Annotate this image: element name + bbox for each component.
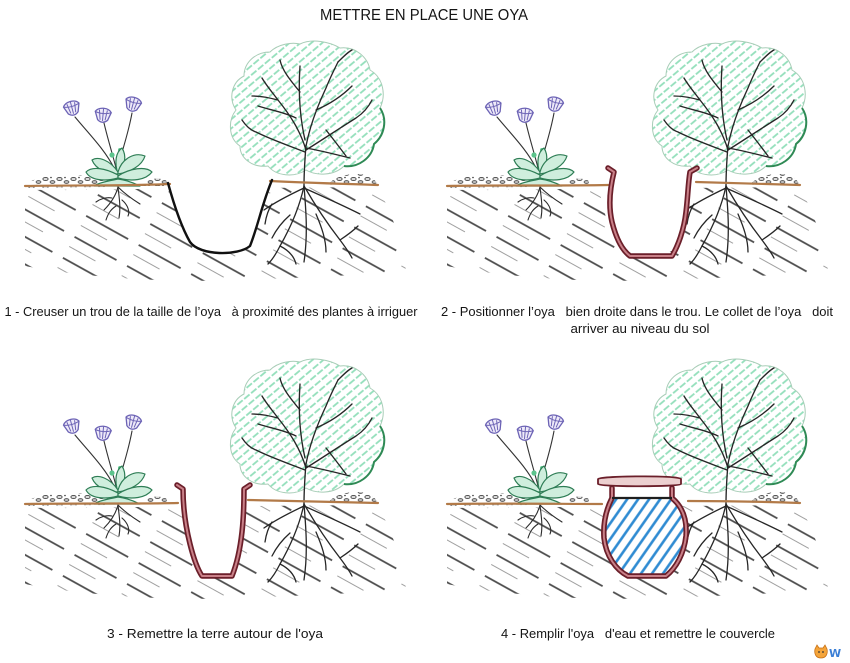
- step-2-illustration: [445, 41, 828, 281]
- logo: W: [814, 644, 841, 660]
- oya-pot-filled: [601, 485, 689, 579]
- step-3-caption: 3 - Remettre la terre autour de l'oya: [107, 626, 324, 641]
- step-4-illustration: [445, 359, 828, 599]
- ground-line-left: [23, 182, 172, 188]
- water-hatching: [603, 498, 687, 576]
- ground-line-right: [694, 180, 802, 187]
- logo-letter: W: [829, 647, 841, 660]
- hole-outline: [166, 178, 274, 255]
- step-2-caption-line-1: 2 - Positionner l’oya bien droite dans l…: [441, 304, 833, 319]
- ground-line-left: [23, 501, 180, 506]
- oya-lid: [597, 475, 682, 488]
- oya-pot: [605, 165, 700, 259]
- ground-line-right: [686, 499, 802, 505]
- ground-line-left: [445, 183, 610, 188]
- oya-interior: [182, 488, 244, 576]
- step-2-caption-line-2: arriver au niveau du sol: [571, 321, 710, 336]
- step-3-illustration: [23, 359, 406, 599]
- oya-pot: [174, 482, 253, 579]
- ground-line-right: [268, 179, 380, 187]
- hole-interior: [598, 180, 698, 256]
- step-1-illustration: [23, 41, 406, 281]
- step-4-caption: 4 - Remplir l'oya d'eau et remettre le c…: [501, 626, 775, 641]
- step-1-caption: 1 - Creuser un trou de la taille de l’oy…: [5, 304, 419, 319]
- ground-line-right: [246, 498, 380, 505]
- page-title: METTRE EN PLACE UNE OYA: [320, 7, 528, 24]
- cat-icon: [814, 644, 828, 659]
- hole-interior: [168, 180, 272, 254]
